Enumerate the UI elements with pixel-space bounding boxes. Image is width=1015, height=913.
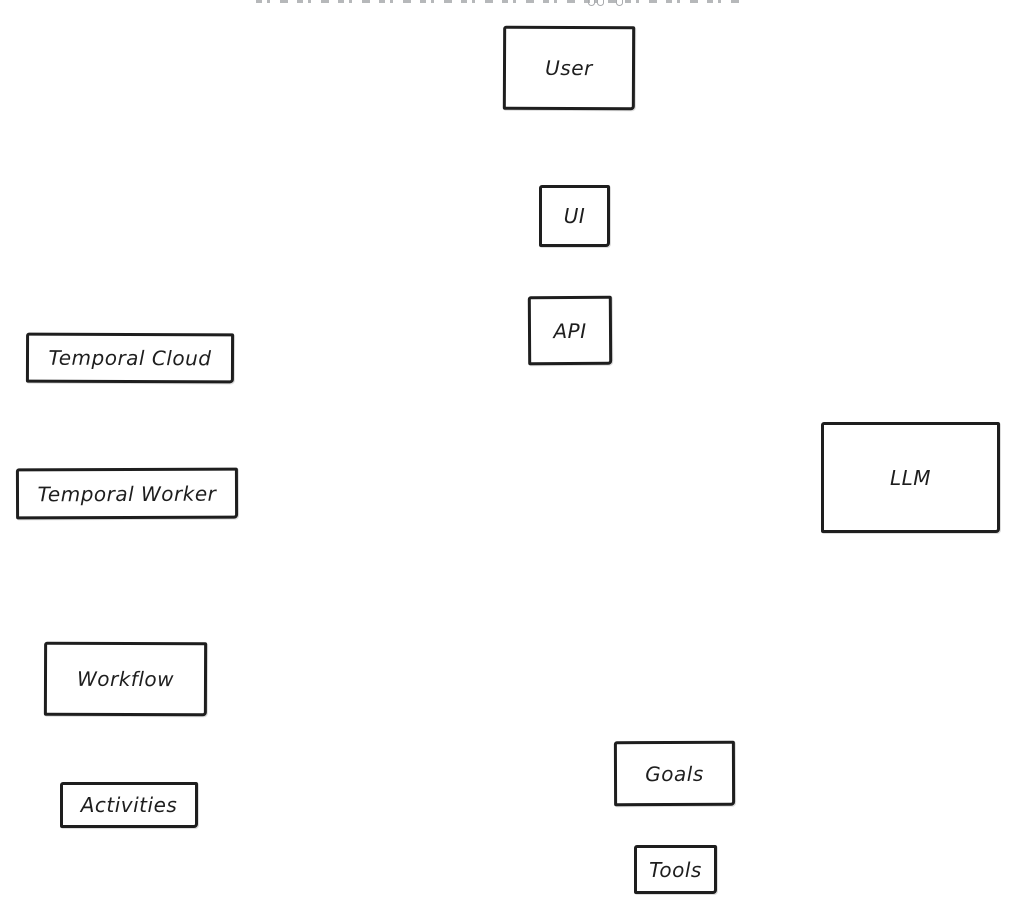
cropped-text-descender bbox=[597, 0, 604, 6]
node-goals-label: Goals bbox=[645, 761, 704, 786]
node-api[interactable]: API bbox=[527, 295, 613, 366]
node-temporal-cloud-label: Temporal Cloud bbox=[48, 345, 212, 371]
node-temporal-cloud[interactable]: Temporal Cloud bbox=[25, 332, 235, 384]
cropped-text-remnant bbox=[256, 0, 744, 3]
node-workflow-label: Workflow bbox=[76, 666, 175, 692]
node-temporal-worker-label: Temporal Worker bbox=[37, 481, 217, 506]
node-api-label: API bbox=[553, 318, 587, 343]
node-user-label: User bbox=[545, 55, 593, 81]
node-llm-label: LLM bbox=[889, 465, 932, 490]
node-llm[interactable]: LLM bbox=[821, 422, 1000, 533]
cropped-text-descender bbox=[588, 0, 595, 6]
node-tools[interactable]: Tools bbox=[634, 845, 717, 894]
node-activities[interactable]: Activities bbox=[60, 782, 198, 828]
node-temporal-worker[interactable]: Temporal Worker bbox=[15, 467, 239, 520]
node-ui-label: UI bbox=[563, 204, 586, 228]
node-activities-label: Activities bbox=[80, 793, 178, 817]
node-workflow[interactable]: Workflow bbox=[43, 641, 208, 717]
node-ui[interactable]: UI bbox=[539, 185, 610, 247]
node-goals[interactable]: Goals bbox=[613, 740, 736, 807]
node-tools-label: Tools bbox=[649, 857, 702, 882]
node-user[interactable]: User bbox=[502, 25, 636, 111]
cropped-text-descender bbox=[616, 0, 623, 6]
